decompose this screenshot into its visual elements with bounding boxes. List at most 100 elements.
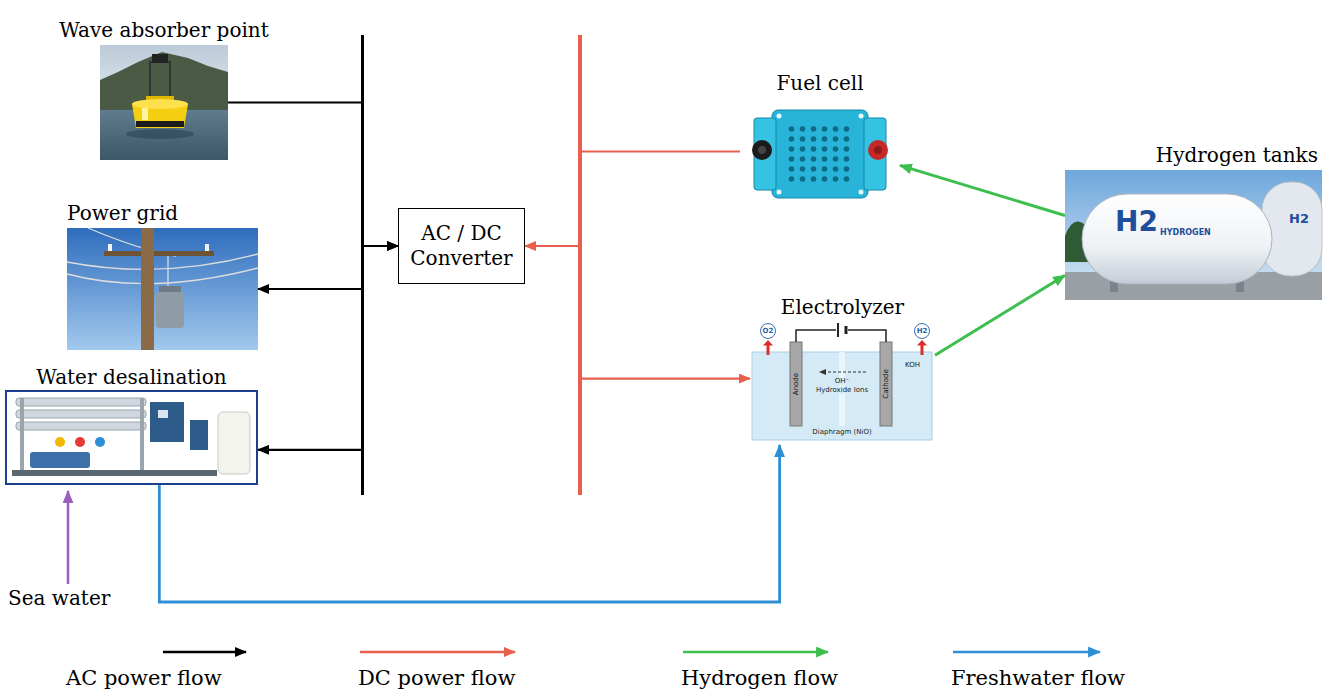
gas-arrow — [917, 340, 927, 346]
tank-marking: H2 — [1289, 212, 1309, 225]
buoy-photo-sky — [100, 45, 228, 115]
node-heading: Power grid — [67, 201, 178, 225]
hydrogen-arrow — [900, 165, 1065, 215]
electrode-label: Anode — [793, 373, 800, 395]
legend-sample-area — [66, 640, 266, 664]
box-label: AC / DC Converter — [407, 221, 516, 271]
cell-wire — [848, 330, 886, 342]
fuel-cell-terminal — [874, 146, 882, 154]
dc-power-arrow — [525, 152, 740, 247]
desal-tank — [218, 412, 250, 474]
legend-item: AC power flow — [66, 640, 266, 700]
legend-sample — [953, 651, 1100, 654]
desal-display — [158, 410, 168, 418]
gas-icon — [761, 324, 776, 339]
desal-valve — [95, 437, 105, 447]
photo-node: Water desalination — [5, 390, 258, 485]
fuel-cell-grid — [786, 124, 852, 184]
ac-power-arrow — [258, 246, 398, 450]
ion-label: OH⁻ — [834, 378, 850, 385]
buoy-highlight — [142, 108, 148, 120]
desal-control-panel — [150, 402, 184, 442]
dc-power-arrow — [525, 246, 750, 379]
anode-electrode — [790, 342, 802, 426]
legend-item: Hydrogen flow — [681, 640, 881, 700]
node-heading: Electrolyzer — [781, 295, 904, 319]
legend-label: AC power flow — [66, 666, 222, 690]
transformer — [156, 292, 184, 328]
desal-frame — [12, 470, 217, 476]
grid-photo-sky — [67, 228, 258, 350]
photo-node: Fuel cell — [740, 98, 900, 205]
buoy-reflection — [126, 129, 194, 139]
membrane-vessel — [16, 410, 146, 418]
gas-icon — [915, 324, 930, 339]
legend-sample — [360, 651, 515, 654]
grid-wire — [67, 268, 258, 284]
grid-wire — [167, 256, 168, 287]
sea-water-arrow — [67, 491, 70, 584]
inlet-label: Sea water — [8, 588, 110, 608]
legend-sample-area — [951, 640, 1151, 664]
photo-node: Power grid — [67, 228, 258, 350]
ac-power-arrow — [258, 246, 398, 289]
ac-power-arrow — [228, 103, 398, 247]
tank-marking: H2 — [1115, 208, 1158, 236]
photo-node: Wave absorber point — [100, 45, 228, 160]
cathode-electrode — [880, 342, 892, 426]
buoy-band — [136, 121, 184, 127]
legend-label: Hydrogen flow — [681, 666, 838, 690]
grid-crossarm — [104, 251, 214, 256]
fuel-cell-terminal — [758, 146, 766, 154]
legend-sample — [683, 651, 828, 654]
legend-sample — [163, 651, 246, 654]
legend-item: Freshwater flow — [951, 640, 1151, 700]
legend-item: DC power flow — [358, 640, 558, 700]
buoy-cap — [152, 54, 168, 63]
legend-sample-area — [681, 640, 881, 664]
desal-photo-ground — [7, 392, 256, 483]
fuel-cell-terminal — [868, 140, 888, 160]
electrolyte-label: KOH — [905, 362, 920, 369]
electrode-label: Cathode — [883, 369, 890, 398]
grid-pole — [141, 228, 154, 350]
fuel-cell-body — [772, 110, 868, 198]
desal-valve — [75, 437, 85, 447]
grid-wire — [67, 254, 258, 269]
cell-wire — [796, 330, 836, 342]
desal-valve — [55, 437, 65, 447]
battery-symbol — [837, 323, 839, 337]
desal-pipe — [140, 398, 144, 470]
node-heading: Fuel cell — [776, 71, 863, 95]
membrane-vessel — [16, 398, 146, 406]
transformer-lid — [159, 286, 181, 293]
grid-insulator — [108, 244, 112, 251]
buoy-photo-hill — [100, 52, 228, 115]
gas-arrow — [763, 340, 773, 346]
gas-arrow — [921, 345, 924, 355]
desal-pipe — [20, 398, 24, 470]
ion-label: Hydroxide Ions — [815, 387, 869, 394]
desal-cabinet — [190, 420, 208, 450]
fuel-cell-terminal — [752, 140, 772, 160]
fuel-cell-screw — [859, 190, 864, 195]
process-box: AC / DC Converter — [398, 208, 525, 284]
fuel-cell-screw — [777, 114, 782, 119]
node-heading: Wave absorber point — [59, 18, 269, 42]
battery-symbol — [845, 326, 848, 334]
electrolyte — [752, 352, 932, 440]
gas-arrow — [767, 345, 770, 355]
buoy-top — [132, 99, 188, 109]
fuel-cell-screw — [859, 114, 864, 119]
grid-insulator — [205, 244, 209, 251]
freshwater-arrow — [159, 445, 779, 602]
hydrogen-tank — [1082, 194, 1272, 284]
fuel-cell-screw — [777, 190, 782, 195]
gas-icon-label: H2 — [917, 328, 928, 335]
tank-photo-sky — [1065, 170, 1322, 300]
